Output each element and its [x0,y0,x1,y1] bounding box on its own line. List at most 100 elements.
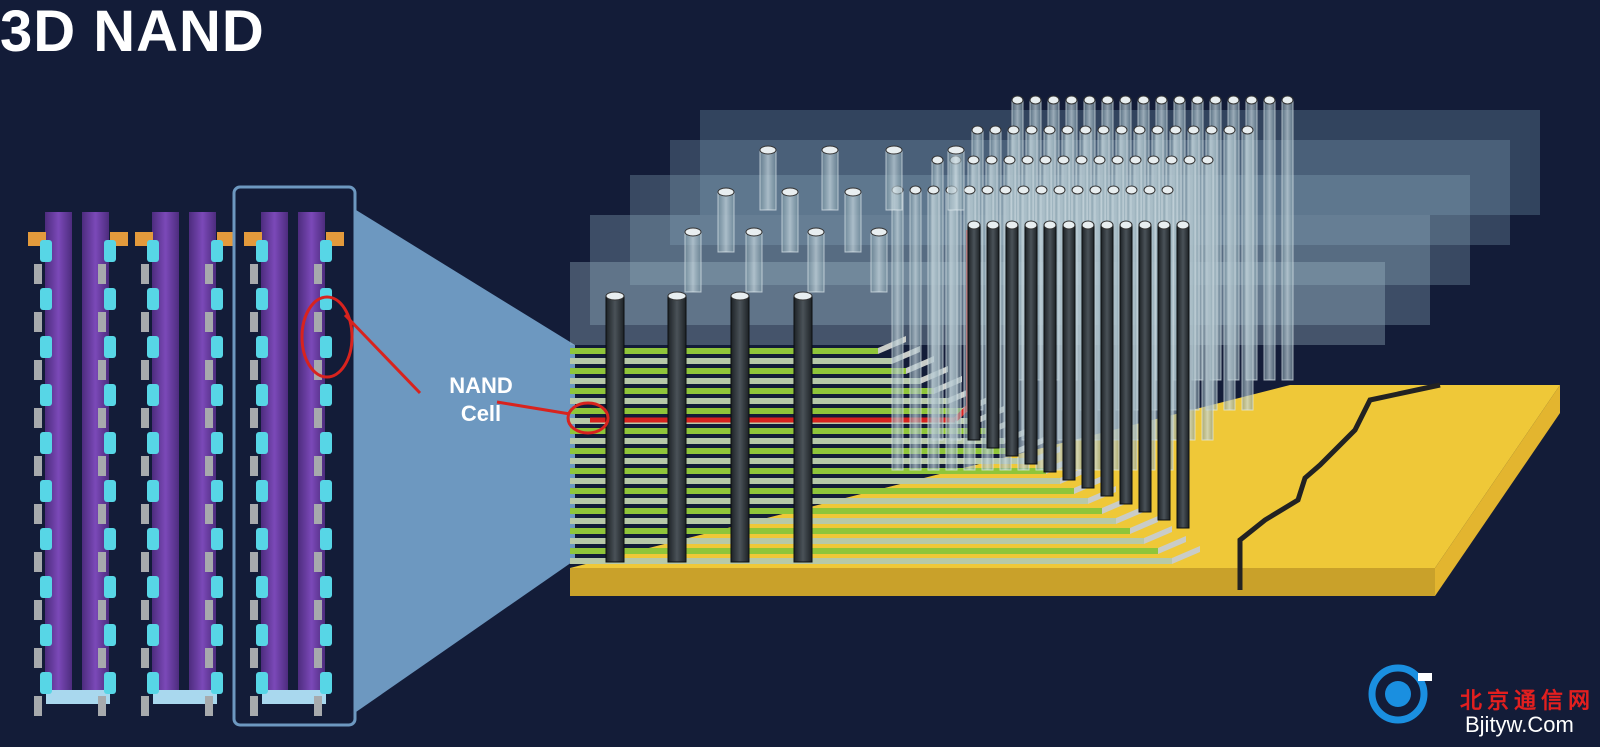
cell-spacer [141,648,149,668]
column-cap [684,227,702,237]
column-cap [1035,185,1048,195]
channel-column [717,191,735,253]
column-cap [1089,185,1102,195]
memory-cell [104,432,116,454]
memory-cell [104,480,116,502]
callout-line [496,400,571,416]
memory-cell [147,528,159,550]
wordline-layer [570,398,948,404]
column-cap [745,227,763,237]
memory-cell [147,288,159,310]
column-cap [1075,155,1088,165]
wordline-layer [570,428,990,434]
cell-spacer [205,360,213,380]
cell-spacer [34,600,42,620]
nand-label-line1: NAND [449,373,513,398]
memory-cell [256,672,268,694]
nand-cell-circle [566,401,610,435]
column-cap [1029,95,1042,105]
column-cap [1065,95,1078,105]
column-cap [1223,125,1236,135]
column-cap [1191,95,1204,105]
vertical-channels [605,95,1294,563]
column-cap [1047,95,1060,105]
cell-spacer [205,312,213,332]
memory-cell [320,288,332,310]
wordline-step [1130,516,1158,534]
cell-spacer [141,264,149,284]
column-cap [1241,125,1254,135]
memory-cell [40,528,52,550]
memory-cell [211,624,223,646]
cell-spacer [98,360,106,380]
column-cap [1039,155,1052,165]
memory-cell [147,576,159,598]
column-cap [989,125,1002,135]
channel-column [1157,224,1171,521]
channel-column [1223,129,1236,411]
cell-spacer [314,312,322,332]
cell-spacer [250,552,258,572]
memory-cell [320,576,332,598]
column-cap [1025,125,1038,135]
column-cap [1263,95,1276,105]
cell-spacer [141,504,149,524]
column-cap [667,291,687,301]
cell-spacer [98,456,106,476]
memory-cell [104,336,116,358]
memory-cell [104,240,116,262]
memory-cell [104,288,116,310]
cell-spacer [314,264,322,284]
cell-highlight-circle [300,295,354,379]
memory-cell [211,288,223,310]
memory-cell [147,336,159,358]
column-cap [981,185,994,195]
column-cap [1061,125,1074,135]
channel-column [759,149,777,211]
cell-spacer [34,648,42,668]
column-cap [1129,155,1142,165]
column-cap [1083,95,1096,105]
column-cap [807,227,825,237]
column-cap [1100,220,1114,230]
cell-spacer [205,456,213,476]
cell-spacer [314,504,322,524]
cell-spacer [141,456,149,476]
column-cap [1161,185,1174,195]
wordline-layer [570,348,878,354]
column-cap [909,185,922,195]
column-cap [1024,220,1038,230]
channel-column [745,231,763,293]
channel-column [684,231,702,293]
column-cap [1281,95,1294,105]
cell-spacer [34,696,42,716]
cell-spacer [250,648,258,668]
cell-spacer [205,504,213,524]
cell-spacer [250,264,258,284]
cell-spacer [98,600,106,620]
cell-spacer [314,552,322,572]
memory-cell [256,336,268,358]
memory-cell [211,576,223,598]
channel-column [870,231,888,293]
memory-cell [320,528,332,550]
pillar-base [153,690,217,704]
column-cap [870,227,888,237]
channel-column [891,189,904,471]
memory-cell [211,480,223,502]
column-cap [1007,125,1020,135]
channel-column [1201,159,1214,441]
channel-column [667,295,687,563]
pillar-base [262,690,326,704]
wordline-layer [570,508,1102,514]
channel-column [1062,224,1076,481]
wordline-layer [570,558,1172,564]
memory-cell [256,480,268,502]
nand-cell-label: NAND Cell [436,372,526,428]
channel-column [1119,224,1133,505]
column-cap [1071,185,1084,195]
memory-cell [104,576,116,598]
column-cap [947,145,965,155]
cell-spacer [34,264,42,284]
column-cap [793,291,813,301]
